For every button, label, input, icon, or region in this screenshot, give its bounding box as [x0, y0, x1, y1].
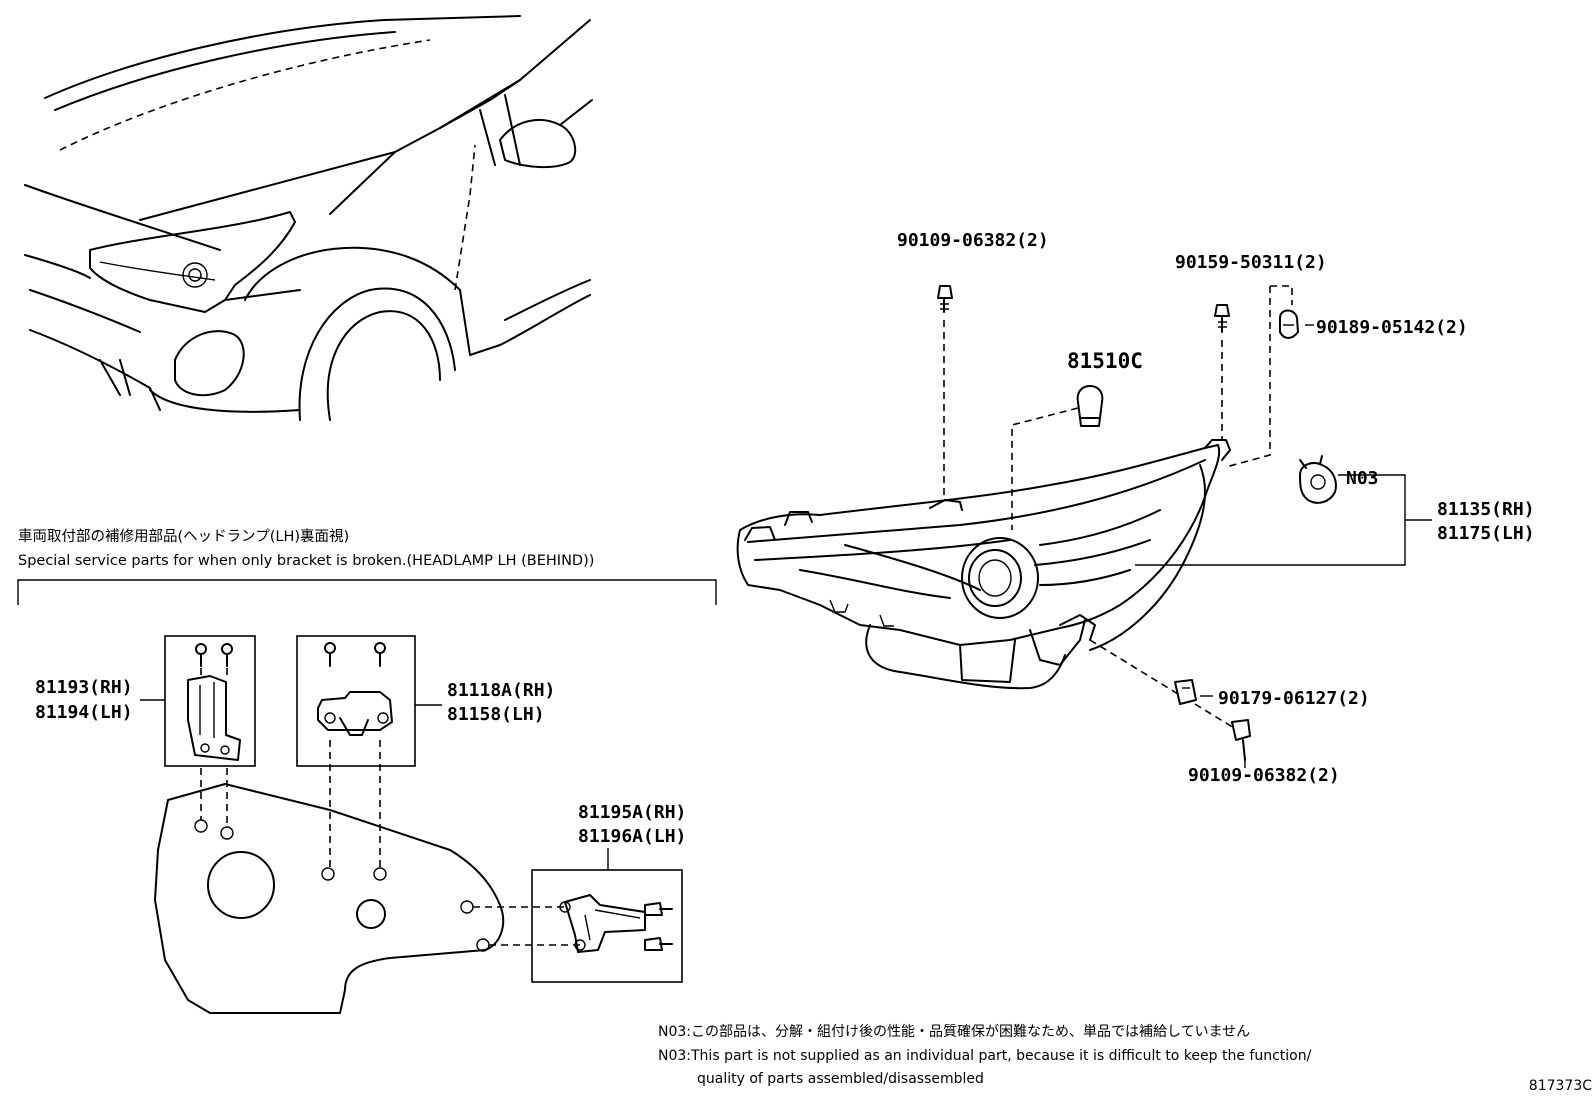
label-81196a-lh: 81196A(LH): [578, 826, 686, 847]
assembly-dashed-lines: [943, 285, 1293, 729]
note-n03-en-line2: quality of parts assembled/disassembled: [697, 1071, 984, 1087]
section-title-en: Special service parts for when only brac…: [18, 553, 594, 569]
label-81510c: 81510C: [1067, 349, 1143, 373]
label-81118a-rh: 81118A(RH): [447, 680, 555, 701]
label-90109-06382-bottom: 90109-06382(2): [1188, 765, 1340, 786]
section-title-jp: 車両取付部の補修用部品(ヘッドランプ(LH)裏面視): [18, 527, 349, 545]
n03-part: [1299, 455, 1337, 504]
label-90189-05142: 90189-05142(2): [1316, 317, 1468, 338]
service-dashed-lines: [200, 740, 580, 946]
bracket-box-81193: [164, 635, 256, 767]
bracket-box-81118a: [296, 635, 416, 767]
assembly-leader-lines: [1135, 324, 1432, 768]
headlamp-back-panel: [154, 783, 505, 1014]
label-90159-50311: 90159-50311(2): [1175, 252, 1327, 273]
label-90109-06382-top: 90109-06382(2): [897, 230, 1049, 251]
bulb-81510c: [1076, 385, 1104, 427]
screw-90109-top: [937, 285, 953, 313]
car-front-view: [24, 15, 593, 421]
diagram-id: 817373C: [1529, 1078, 1592, 1094]
note-n03-jp: N03:この部品は、分解・組付け後の性能・品質確保が困難なため、単品では補給して…: [658, 1024, 1250, 1040]
bracket-box-81195a: [531, 869, 683, 983]
section-bracket: [17, 579, 717, 605]
label-90179-06127: 90179-06127(2): [1218, 688, 1370, 709]
label-81195a-rh: 81195A(RH): [578, 802, 686, 823]
label-81194-lh: 81194(LH): [35, 702, 133, 723]
label-81193-rh: 81193(RH): [35, 677, 133, 698]
bolt-90109-bottom: [1231, 719, 1251, 761]
label-n03: N03: [1346, 468, 1379, 489]
note-n03-en-line1: N03:This part is not supplied as an indi…: [658, 1048, 1312, 1064]
nut-90179: [1174, 679, 1197, 705]
screw-90159: [1214, 304, 1230, 333]
clip-90189: [1279, 309, 1299, 339]
label-81175-lh: 81175(LH): [1437, 523, 1535, 544]
headlamp-assembly: [736, 439, 1231, 690]
label-81135-rh: 81135(RH): [1437, 499, 1535, 520]
label-81158-lh: 81158(LH): [447, 704, 545, 725]
